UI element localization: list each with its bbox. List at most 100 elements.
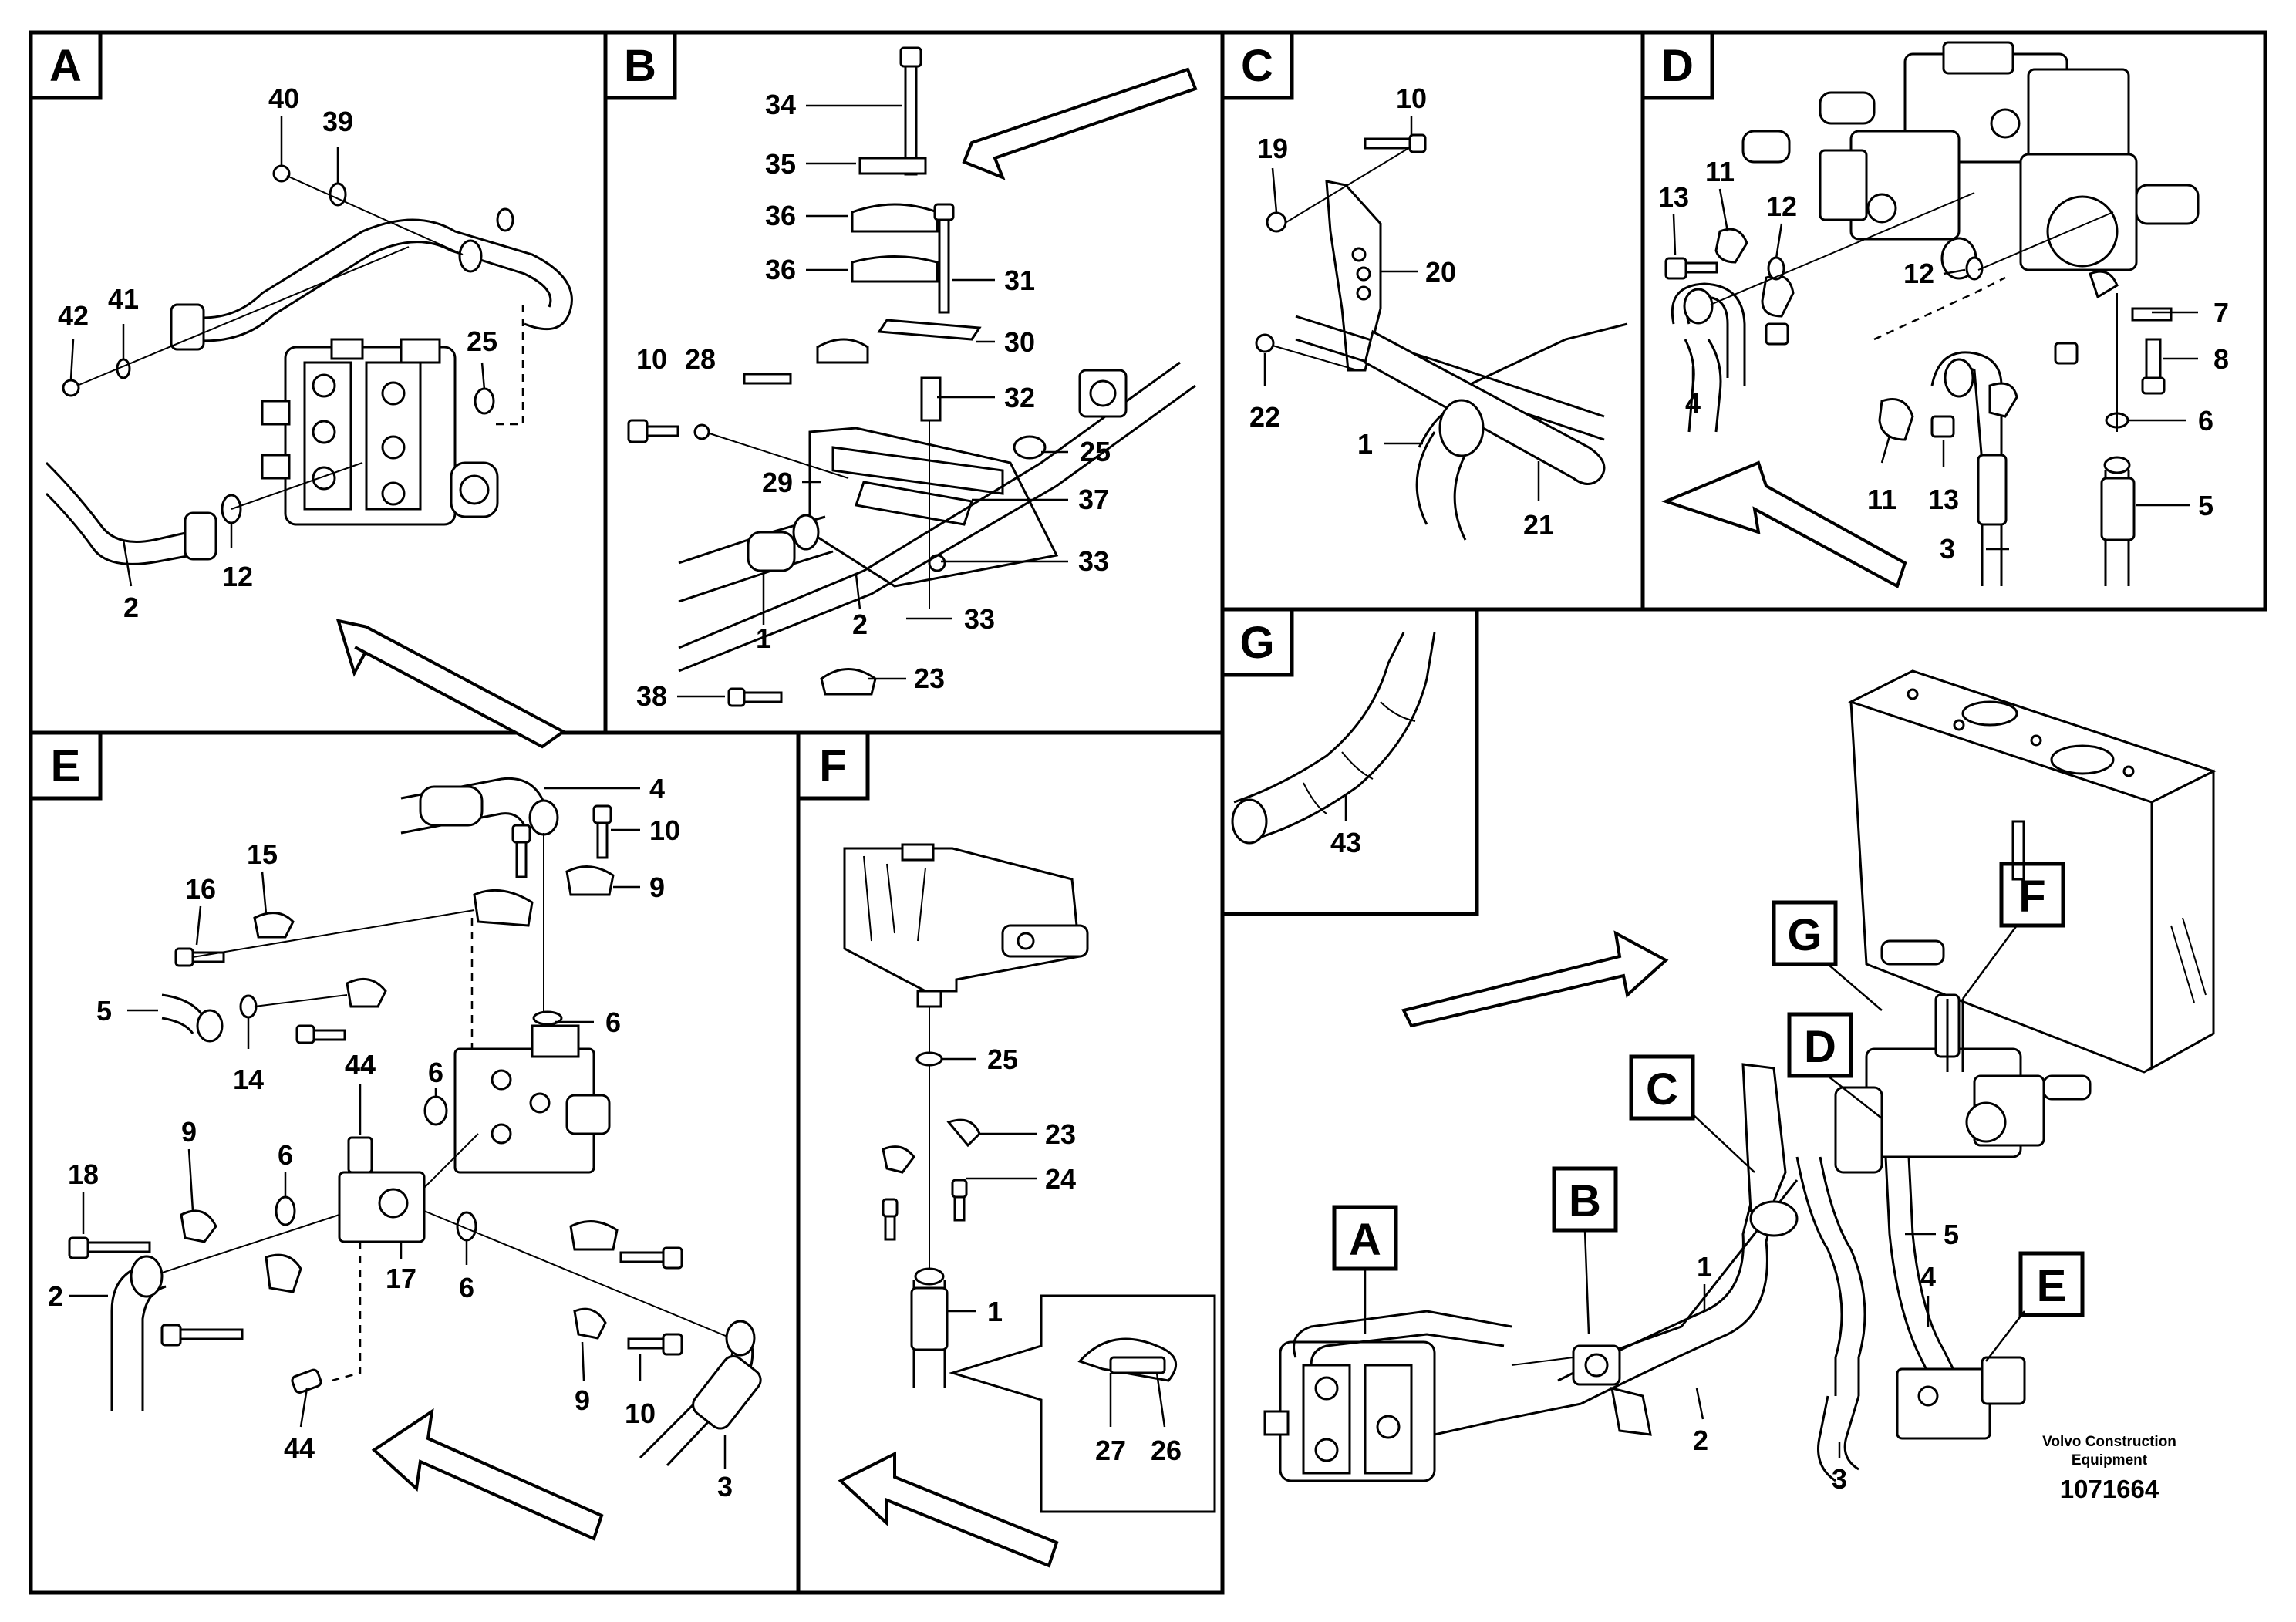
brand-line-1: Volvo Construction — [2042, 1434, 2176, 1450]
overview-callouts: 1 2 3 4 5 — [1693, 1219, 1959, 1495]
panel-e-drawing — [68, 777, 762, 1541]
callout-f-23: 23 — [1045, 1118, 1076, 1150]
main-pump-drawing — [261, 338, 499, 526]
panel-f-drawing — [838, 843, 1216, 1568]
callout-a-41: 41 — [108, 283, 139, 315]
drawing-credits: Volvo Construction Equipment 1071664 — [2042, 1434, 2176, 1503]
callout-e-6-left: 6 — [278, 1139, 293, 1171]
panel-e-callouts: 4 10 15 16 9 5 6 14 44 6 18 9 6 17 6 2 9… — [48, 773, 733, 1502]
callout-d-13-lower: 13 — [1928, 484, 1959, 515]
panel-tag-f: F — [819, 741, 846, 791]
callout-b-37: 37 — [1078, 484, 1109, 515]
callout-b-30: 30 — [1004, 326, 1035, 358]
panel-g-drawing — [1231, 632, 1436, 845]
callout-d-8: 8 — [2213, 343, 2229, 375]
callout-e-9: 9 — [649, 872, 665, 903]
callout-f-24: 24 — [1045, 1163, 1076, 1195]
panel-tag-box-d — [1640, 30, 1714, 100]
panel-d-frame — [1640, 30, 2267, 612]
callout-f-26: 26 — [1151, 1435, 1182, 1466]
callout-b-10: 10 — [636, 343, 667, 375]
overview-drawing — [1263, 669, 2217, 1482]
callout-b-1: 1 — [756, 622, 771, 654]
overview-tag-b: B — [1569, 1176, 1601, 1226]
overview-tag-box-d — [1787, 1012, 1853, 1078]
callout-b-35: 35 — [765, 148, 796, 180]
callout-c-21: 21 — [1523, 509, 1554, 541]
callout-d-3: 3 — [1940, 533, 1955, 565]
hydraulic-tank-drawing — [1848, 669, 2217, 1074]
callout-f-27: 27 — [1095, 1435, 1126, 1466]
callout-d-11-lower: 11 — [1867, 484, 1896, 515]
callout-a-42: 42 — [58, 300, 89, 332]
overview-tags: A B C D E F G — [1332, 862, 2085, 1362]
overview-tag-a: A — [1349, 1215, 1381, 1265]
callout-f-1: 1 — [987, 1296, 1003, 1327]
panel-b-callouts: 34 35 36 36 31 30 10 28 32 25 29 37 33 1… — [636, 89, 1111, 712]
callout-b-23: 23 — [914, 663, 945, 694]
callout-d-4: 4 — [1685, 387, 1701, 419]
callout-d-13: 13 — [1658, 181, 1689, 213]
panel-c-drawing — [1255, 133, 1628, 541]
callout-e-9-left: 9 — [181, 1116, 197, 1148]
panel-tag-box-c — [1220, 30, 1294, 100]
overview-tag-g: G — [1787, 910, 1822, 960]
callout-b-33-lower: 33 — [964, 603, 995, 635]
panel-tag-d: D — [1661, 41, 1694, 91]
callout-b-31: 31 — [1004, 265, 1035, 296]
callout-e-4: 4 — [649, 773, 665, 804]
panel-tag-e: E — [51, 741, 81, 791]
panel-frames — [29, 30, 2267, 1595]
panel-tag-a: A — [49, 41, 82, 91]
callout-c-10: 10 — [1396, 83, 1427, 114]
overview-callout-2: 2 — [1693, 1425, 1708, 1456]
pump-assembly-drawing — [1741, 41, 2200, 280]
callout-a-25: 25 — [467, 325, 497, 357]
callout-e-15: 15 — [247, 838, 278, 870]
panel-tag-box-b — [603, 30, 677, 100]
overview-callout-5: 5 — [1944, 1219, 1959, 1250]
callout-e-44-lower: 44 — [284, 1432, 315, 1464]
panel-b-drawing — [627, 46, 1198, 707]
callout-e-6-valve: 6 — [428, 1057, 443, 1088]
callout-e-5: 5 — [96, 995, 112, 1027]
callout-e-17: 17 — [386, 1263, 416, 1294]
callout-e-10-lower: 10 — [625, 1398, 656, 1429]
panel-d-callouts: 13 11 12 12 7 8 4 6 11 13 5 3 — [1658, 156, 2229, 565]
panel-a-drawing — [45, 164, 573, 749]
valve-block-drawing — [453, 1010, 611, 1174]
callout-e-2: 2 — [48, 1280, 63, 1312]
panel-tag-g: G — [1239, 618, 1274, 668]
callout-d-6: 6 — [2198, 405, 2213, 437]
panel-f-callouts: 25 23 24 1 27 26 — [942, 1044, 1182, 1466]
brand-line-2: Equipment — [2072, 1452, 2148, 1469]
panel-a-callouts: 40 39 42 41 25 12 2 — [58, 83, 497, 623]
callout-b-36-lower: 36 — [765, 254, 796, 285]
callout-c-22: 22 — [1249, 401, 1280, 433]
callout-b-28: 28 — [685, 343, 716, 375]
panel-d-drawing — [1661, 41, 2200, 588]
overview-tag-f: F — [2018, 872, 2045, 922]
callout-a-2: 2 — [123, 592, 139, 623]
callout-a-40: 40 — [268, 83, 299, 114]
callout-d-12: 12 — [1766, 191, 1797, 222]
panel-g-frame — [1220, 607, 1479, 916]
overview-tag-box-c — [1629, 1054, 1695, 1121]
panel-tags: A B C D E F G — [29, 30, 1714, 801]
panel-c-frame — [1220, 30, 1645, 612]
overview-tag-box-e — [2018, 1251, 2085, 1317]
callout-e-44: 44 — [345, 1049, 376, 1081]
callout-b-32: 32 — [1004, 382, 1035, 413]
callout-e-3: 3 — [717, 1471, 733, 1502]
callout-b-25: 25 — [1080, 436, 1111, 467]
callout-b-33: 33 — [1078, 545, 1109, 577]
callout-b-29: 29 — [762, 467, 793, 498]
callout-e-6: 6 — [605, 1007, 621, 1038]
overview-callout-4: 4 — [1920, 1261, 1936, 1293]
callout-b-34: 34 — [765, 89, 796, 120]
panel-tag-box-f — [796, 730, 870, 801]
panel-tag-box-e — [29, 730, 103, 801]
panel-tag-c: C — [1241, 41, 1273, 91]
